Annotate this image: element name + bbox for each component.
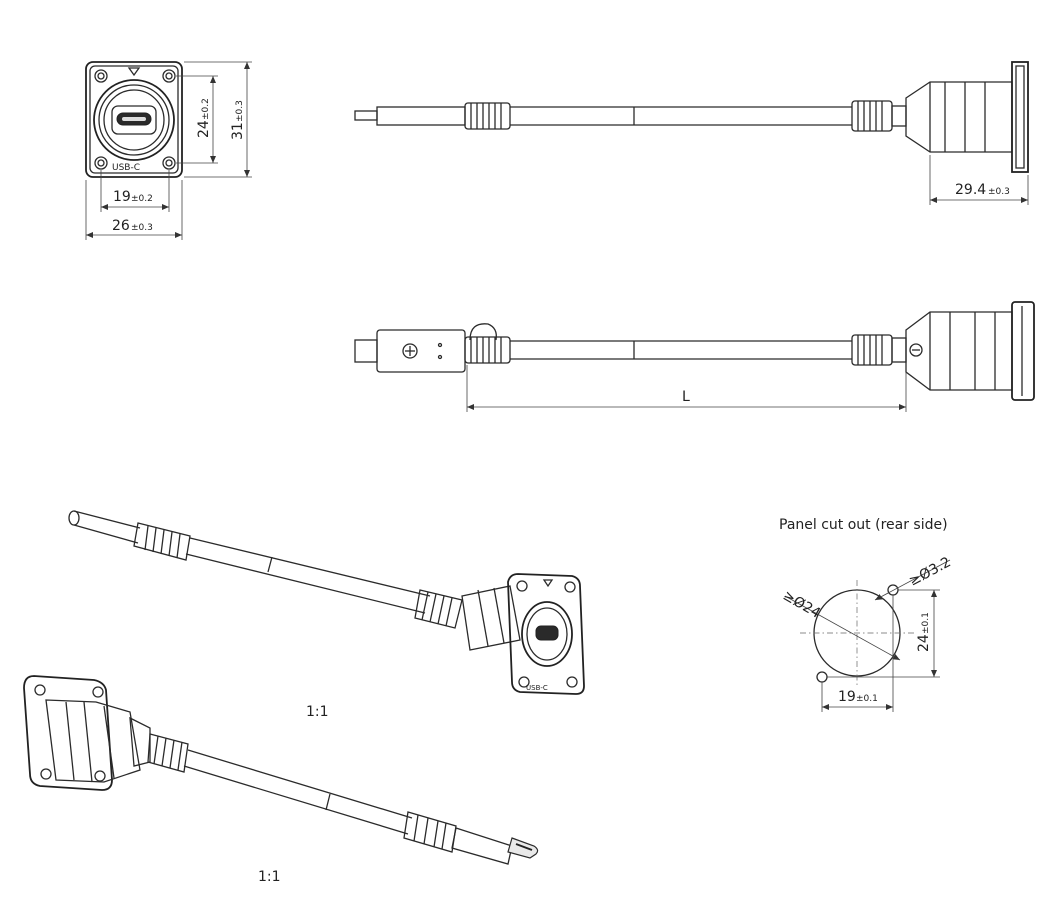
hole-vert-dim: 24 xyxy=(196,120,212,138)
scale-2: 1:1 xyxy=(258,869,281,885)
hole-vert-tol: ±0.2 xyxy=(201,98,211,120)
cutout-vert-tol: ±0.1 xyxy=(921,612,931,634)
length-label: L xyxy=(682,389,690,405)
iso-usb-c-marking: USB-C xyxy=(526,684,548,692)
usb-c-marking: USB-C xyxy=(112,163,140,173)
side-view-length: L xyxy=(354,301,1035,412)
height-tol: ±0.3 xyxy=(235,100,245,122)
cutout-horiz-tol: ±0.1 xyxy=(856,694,878,704)
panel-cutout-title: Panel cut out (rear side) xyxy=(779,517,948,533)
height-dim: 31 xyxy=(230,122,246,140)
width-dim: 26 xyxy=(112,218,130,234)
screw-hole-dim: ≥Ø3.2 xyxy=(906,554,953,589)
iso-view-top: USB-C xyxy=(68,510,585,695)
depth-tol: ±0.3 xyxy=(988,187,1010,197)
iso-view-bottom xyxy=(23,675,539,865)
panel-cutout: Panel cut out (rear side) ≥Ø24 ≥Ø3.2 24 … xyxy=(779,517,954,712)
cutout-vert-dim: 24 xyxy=(916,634,932,652)
hole-spacing-tol: ±0.2 xyxy=(131,194,153,204)
width-tol: ±0.3 xyxy=(131,223,153,233)
side-view-top: 29.4 ±0.3 xyxy=(354,61,1029,205)
cutout-horiz-dim: 19 xyxy=(838,689,856,705)
scale-1: 1:1 xyxy=(306,704,329,720)
hole-spacing-dim: 19 xyxy=(113,189,131,205)
front-view: USB-C 26 ±0.3 19 ±0.2 31 ±0.3 24 ±0.2 xyxy=(85,61,252,240)
main-hole-dim: ≥Ø24 xyxy=(780,588,823,622)
depth-dim: 29.4 xyxy=(955,182,986,198)
